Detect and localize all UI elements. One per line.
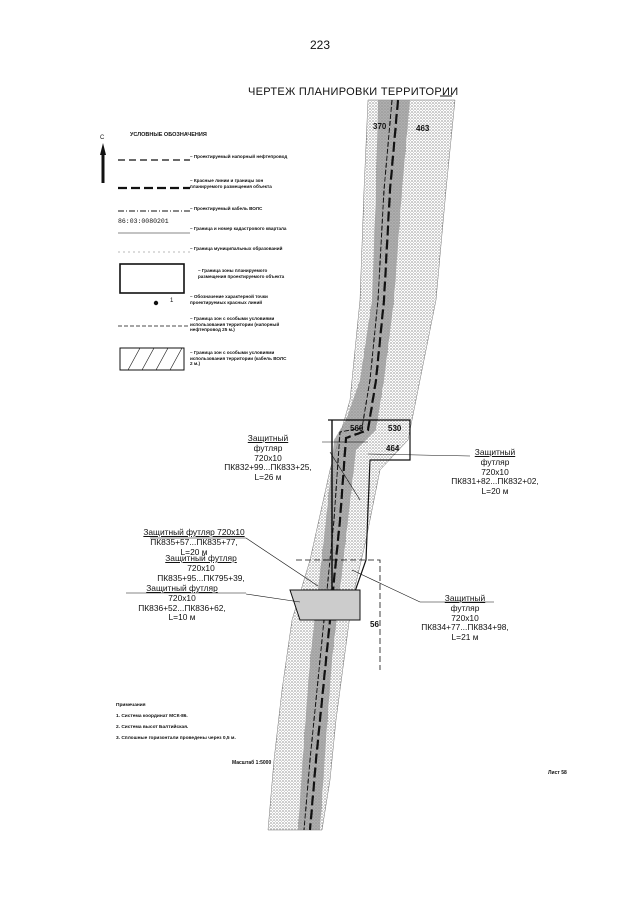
legend-parcel-number: 86:03:0080201 xyxy=(118,218,169,225)
point-number: 464 xyxy=(386,444,400,453)
legend-point-number: 1 xyxy=(170,298,174,304)
point-number: 370 xyxy=(373,122,387,131)
casing-label: Защитный футляр 720x10 ПК831+82...ПК832+… xyxy=(451,447,539,497)
legend-item: – Обозначение характерной точки проектир… xyxy=(190,294,268,305)
note-item: 3. Сплошные горизонтали проведены через … xyxy=(116,736,236,741)
scale-label: Масштаб 1:5000 xyxy=(232,760,272,766)
legend-item: – Граница муниципальных образований xyxy=(190,246,283,251)
note-item: 1. Система координат МСК-86. xyxy=(116,714,188,719)
legend-item: – Граница и номер кадастрового квартала xyxy=(190,226,287,231)
legend-symbols xyxy=(118,159,190,371)
point-number: 530 xyxy=(388,424,402,433)
notes: Примечания 1. Система координат МСК-86. … xyxy=(116,700,236,744)
casing-label: Защитный футляр 720x10 ПК836+52...ПК836+… xyxy=(138,583,226,623)
casing-label: Защитный футляр 720x10 ПК835+95...ПК795+… xyxy=(157,553,245,583)
legend-item: – Граница зон с особыми условиями исполь… xyxy=(190,350,287,367)
legend-heading: УСЛОВНЫЕ ОБОЗНАЧЕНИЯ xyxy=(130,132,207,138)
casing-label: Защитный футляр 720x10 ПК834+77...ПК834+… xyxy=(421,593,509,643)
legend-item: – Красные линии и границы зон планируемо… xyxy=(190,178,272,189)
legend-item: – Граница зон с особыми условиями исполь… xyxy=(190,316,280,333)
legend-item: – Граница зоны планируемого размещения п… xyxy=(198,268,285,279)
point-number: 463 xyxy=(416,124,430,133)
north-letter: С xyxy=(100,135,105,141)
point-number: 560 xyxy=(350,424,364,433)
north-arrow-icon xyxy=(100,143,106,183)
notes-heading: Примечания xyxy=(116,703,146,708)
legend-item: – Проектируемый напорный нефтепровод xyxy=(190,154,288,159)
casing-label: Защитный футляр 720x10 ПК835+57...ПК835+… xyxy=(143,527,245,557)
legend-item: – Проектируемый кабель ВОЛС xyxy=(190,206,263,211)
sheet-number: Лист 58 xyxy=(548,770,567,776)
casing-label: Защитный футляр 720x10 ПК832+99...ПК833+… xyxy=(224,433,312,483)
drawing-title: ЧЕРТЕЖ ПЛАНИРОВКИ ТЕРРИТОРИИ xyxy=(248,86,459,98)
note-item: 2. Система высот Балтийская. xyxy=(116,725,189,730)
point-number: 56 xyxy=(370,620,379,629)
page-number: 223 xyxy=(309,38,331,52)
